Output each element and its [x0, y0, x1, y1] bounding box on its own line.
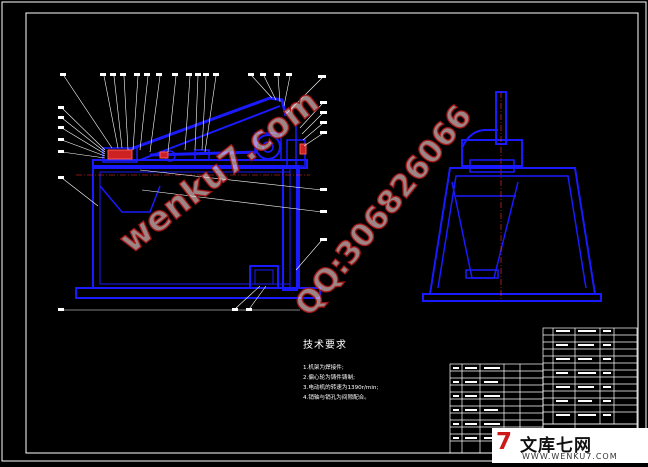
side-frame-inner — [437, 175, 587, 289]
eccentric-wheel — [255, 134, 281, 160]
side-top-box — [461, 139, 523, 167]
leader-lines — [61, 75, 323, 311]
inner-border — [25, 12, 639, 454]
tech-requirements-title: 技术要求 — [303, 340, 347, 351]
crank-arm — [127, 96, 288, 152]
logo-mark: 7 — [496, 429, 513, 455]
side-bearing — [469, 159, 515, 173]
eccentric-hub — [262, 141, 274, 153]
front-view — [75, 96, 321, 299]
logo-text: 文库七网 — [520, 436, 592, 456]
site-logo[interactable]: 7 文库七网 WWW.WENKU7.COM — [492, 428, 648, 463]
technical-requirements: 技术要求 1.机架为焊接件; 2.偏心轮为铸件铸制; 3.电动机的转速为1390… — [303, 336, 378, 403]
parts-list-table — [542, 327, 638, 425]
side-outlet — [465, 269, 499, 279]
section-parts — [107, 143, 307, 160]
part-number-marks — [58, 73, 327, 311]
crank-arm-lower — [139, 105, 281, 161]
side-crank-curve — [461, 129, 498, 149]
machine-frame — [92, 165, 300, 289]
side-base-plate — [422, 293, 602, 302]
tech-requirement-3: 3.电动机的转速为1390r/min; — [303, 385, 379, 391]
section-hatch-mid — [159, 151, 169, 159]
section-hatch-left — [107, 149, 133, 160]
eccentric-housing — [254, 132, 282, 161]
tech-requirement-4: 4.销轴与销孔为间隙配合。 — [303, 395, 370, 401]
tech-requirement-2: 2.偏心轮为铸件铸制; — [303, 375, 355, 381]
tech-requirement-1: 1.机架为焊接件; — [303, 365, 344, 371]
section-hatch-right — [299, 143, 307, 155]
side-frame — [429, 167, 596, 295]
motor-inner — [254, 269, 274, 285]
logo-url: WWW.WENKU7.COM — [522, 452, 618, 461]
hopper — [99, 185, 161, 213]
motor-block — [249, 265, 279, 289]
side-view — [422, 91, 602, 302]
